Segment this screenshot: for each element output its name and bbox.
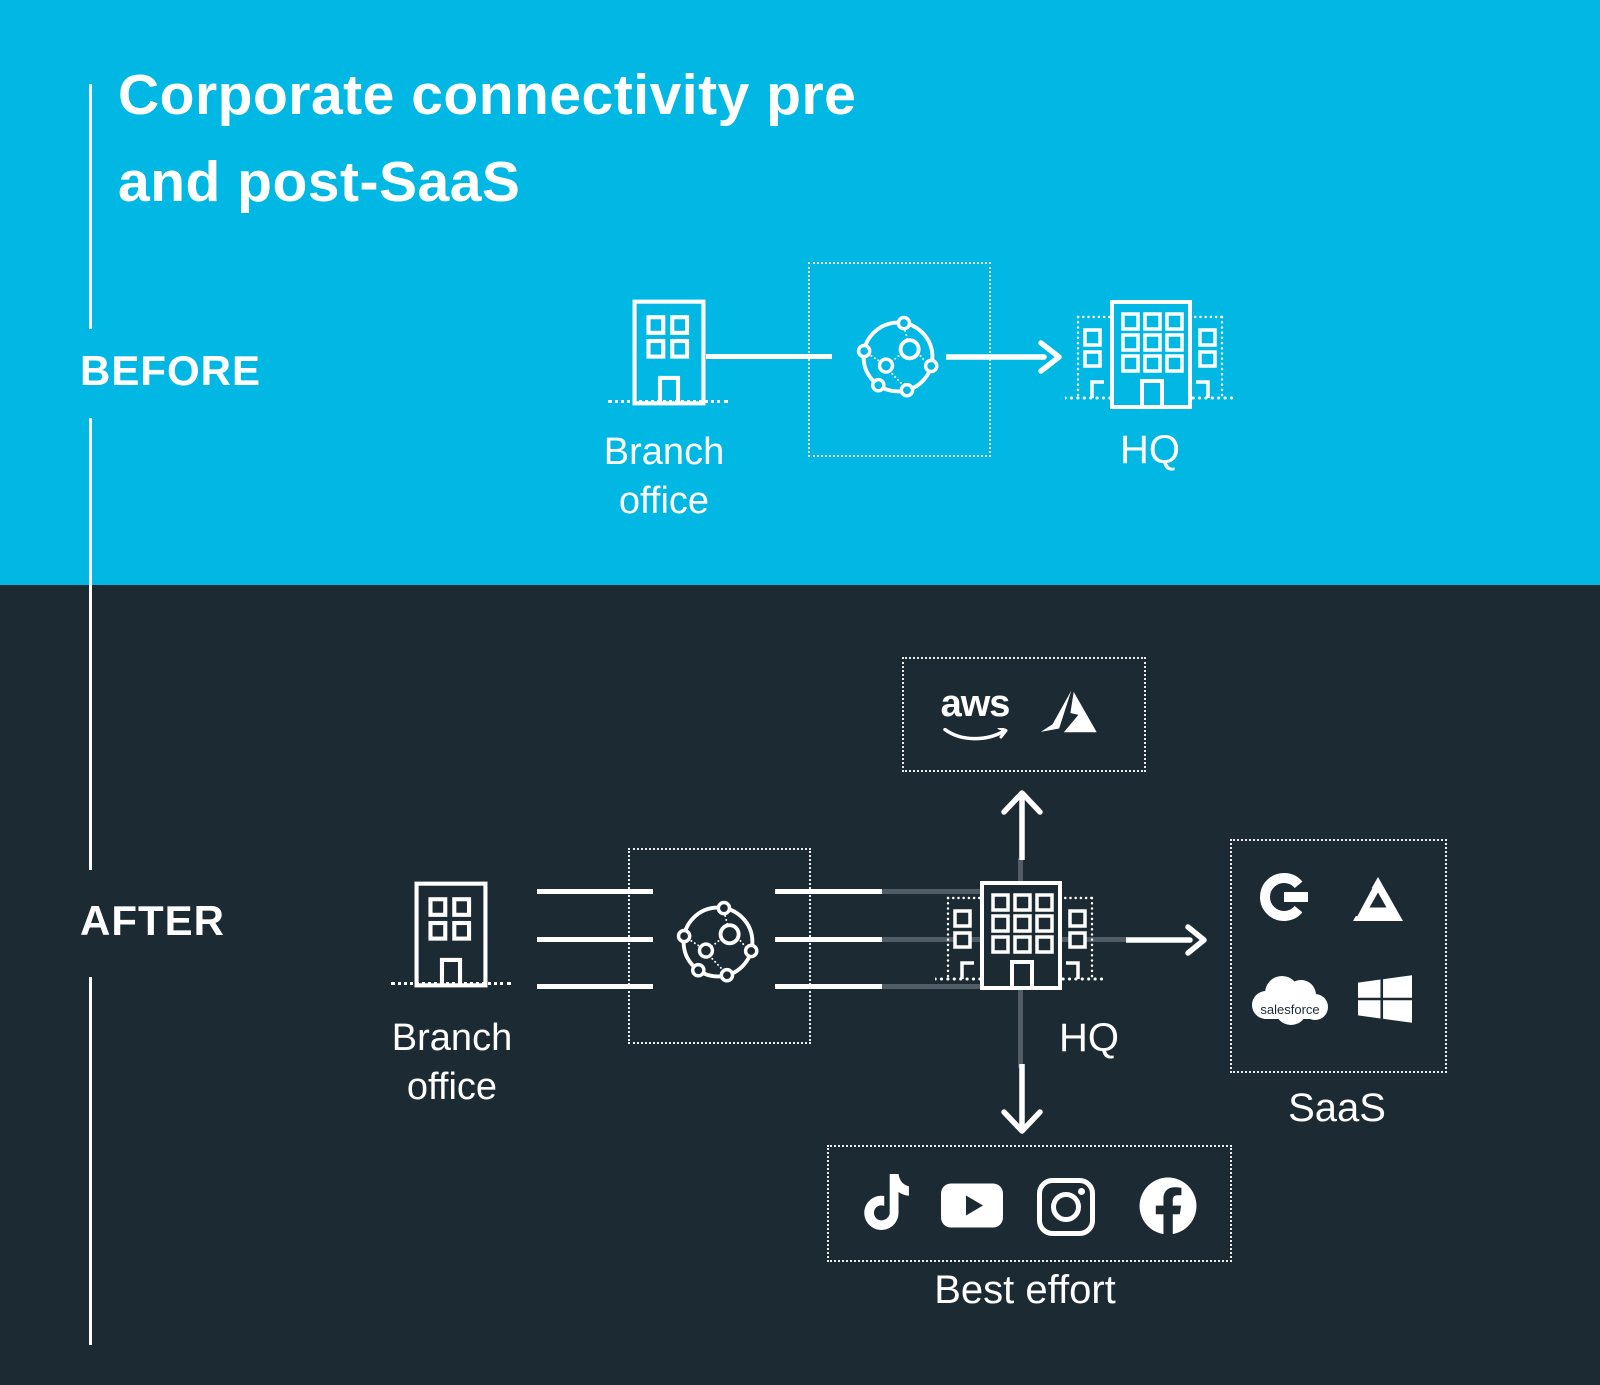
dim-line-bottom — [882, 984, 986, 989]
youtube-logo — [941, 1183, 1003, 1228]
before-section-background — [0, 0, 1600, 585]
after-branch-office-label: Branch office — [352, 1014, 552, 1112]
hq-building-icon — [1065, 300, 1235, 409]
link-line — [537, 984, 653, 989]
arrow-right-icon — [946, 340, 1062, 374]
before-label: BEFORE — [80, 347, 262, 394]
branch-office-ground-line — [608, 400, 728, 403]
after-hq-label: HQ — [1059, 1016, 1119, 1060]
branch-office-label-line2: office — [618, 480, 710, 522]
after-label: AFTER — [80, 897, 225, 944]
branch-office-label-line1: Branch — [603, 431, 725, 473]
branch-office-label-line2: office — [406, 1066, 498, 1108]
branch-office-ground-line — [391, 982, 511, 985]
before-branch-office-label: Branch office — [564, 428, 764, 526]
after-network-dotted-box — [628, 848, 811, 1044]
azure-logo — [1040, 690, 1097, 733]
cloud-providers-dotted-box — [902, 657, 1146, 772]
arrow-down-icon — [1001, 1064, 1043, 1134]
dim-line-top — [882, 889, 986, 894]
link-line — [537, 937, 653, 942]
network-cloud-icon — [856, 315, 939, 398]
google-logo — [1260, 873, 1308, 921]
branch-office-label-line1: Branch — [391, 1017, 513, 1059]
instagram-logo — [1037, 1178, 1095, 1236]
hq-building-icon — [935, 881, 1105, 990]
branch-office-building-icon — [414, 881, 488, 988]
link-line — [775, 889, 882, 894]
left-rule-segment — [89, 418, 92, 870]
link-line — [537, 889, 653, 894]
best-effort-label: Best effort — [934, 1268, 1116, 1312]
arrow-right-icon — [1126, 924, 1207, 956]
google-drive-logo — [1353, 877, 1403, 921]
before-hq-label: HQ — [1120, 428, 1180, 472]
salesforce-logo: salesforce — [1252, 976, 1328, 1025]
aws-logo: aws — [940, 683, 1011, 725]
salesforce-wordmark: salesforce — [1260, 1002, 1319, 1017]
left-rule-segment — [89, 84, 92, 329]
aws-smile-icon — [943, 728, 1008, 741]
before-connector-line — [706, 354, 832, 359]
arrow-up-icon — [1001, 790, 1043, 860]
link-line — [775, 984, 882, 989]
branch-office-building-icon — [632, 299, 706, 406]
link-line — [775, 937, 882, 942]
best-effort-dotted-box — [827, 1145, 1232, 1262]
tiktok-logo — [864, 1174, 909, 1230]
page-title-line1: Corporate connectivity pre — [118, 63, 857, 127]
saas-dotted-box — [1230, 839, 1447, 1073]
page-title: Corporate connectivity pre and post-SaaS — [118, 52, 856, 226]
page-title-line2: and post-SaaS — [118, 150, 521, 214]
windows-logo — [1358, 975, 1412, 1023]
network-cloud-icon — [676, 900, 759, 983]
saas-label: SaaS — [1288, 1086, 1386, 1130]
left-rule-segment — [89, 977, 92, 1345]
facebook-logo — [1139, 1177, 1197, 1236]
